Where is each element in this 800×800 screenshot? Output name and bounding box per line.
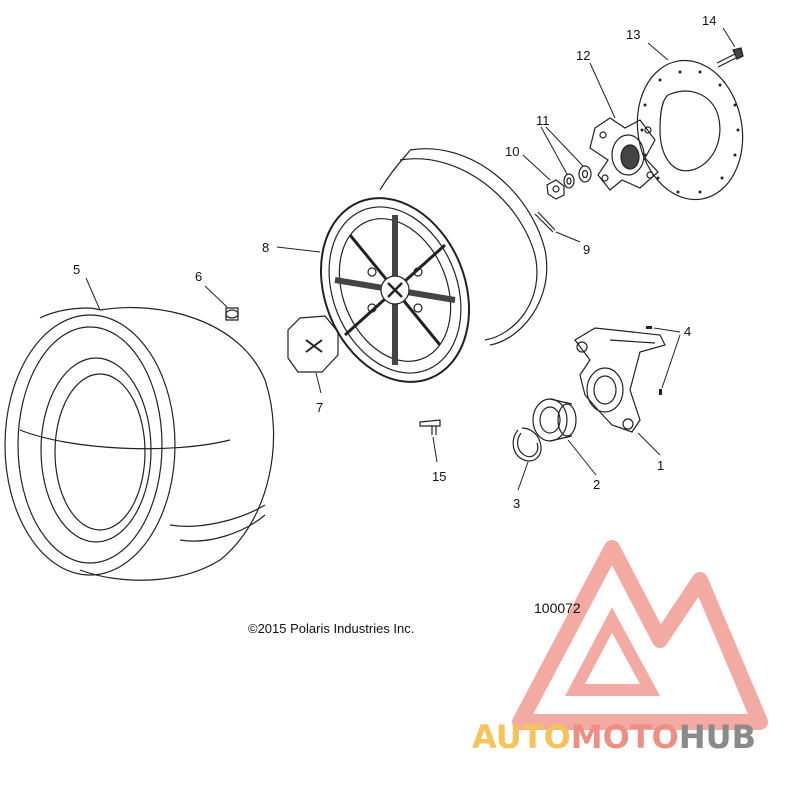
watermark-text: AUTOMOTOHUB [472, 718, 756, 756]
hub-part-12 [589, 117, 659, 191]
copyright-text: ©2015 Polaris Industries Inc. [248, 621, 415, 636]
knuckle-part-1 [574, 327, 666, 433]
bearing-part-2 [532, 398, 577, 442]
callout-4: 4 [684, 324, 692, 339]
tire-part-5 [4, 307, 275, 581]
callout-14: 14 [702, 13, 717, 28]
watermark-moto: MOTO [570, 718, 679, 756]
callout-2: 2 [593, 477, 601, 492]
bolt-part-15 [419, 419, 441, 435]
watermark-auto: AUTO [472, 718, 571, 756]
brake-disc-part-13 [636, 59, 744, 201]
callout-8: 8 [262, 240, 270, 255]
bolt-part-14 [716, 47, 744, 68]
valve-stem-part-6 [225, 307, 239, 321]
callout-11: 11 [536, 113, 550, 128]
diagram-id: 100072 [534, 600, 581, 616]
snap-ring-part-3 [512, 427, 542, 462]
callout-7: 7 [316, 400, 324, 415]
nut-part-10 [546, 179, 565, 200]
callout-5: 5 [73, 262, 81, 277]
leader-lines [85, 27, 736, 491]
watermark-hub: HUB [678, 718, 757, 756]
callout-15: 15 [432, 469, 447, 484]
callout-13: 13 [626, 27, 641, 42]
hub-cap-part-7 [287, 315, 339, 373]
watermark-logo [512, 540, 768, 730]
callout-1: 1 [657, 458, 665, 473]
callout-3: 3 [513, 496, 521, 511]
callout-6: 6 [195, 269, 203, 284]
callout-9: 9 [583, 242, 591, 257]
washers-part-11 [563, 165, 592, 189]
wheel-part-8 [319, 148, 548, 383]
cotter-pin-part-9 [534, 211, 556, 233]
callout-12: 12 [576, 48, 591, 63]
callout-10: 10 [505, 144, 520, 159]
pins-part-4 [646, 326, 662, 395]
